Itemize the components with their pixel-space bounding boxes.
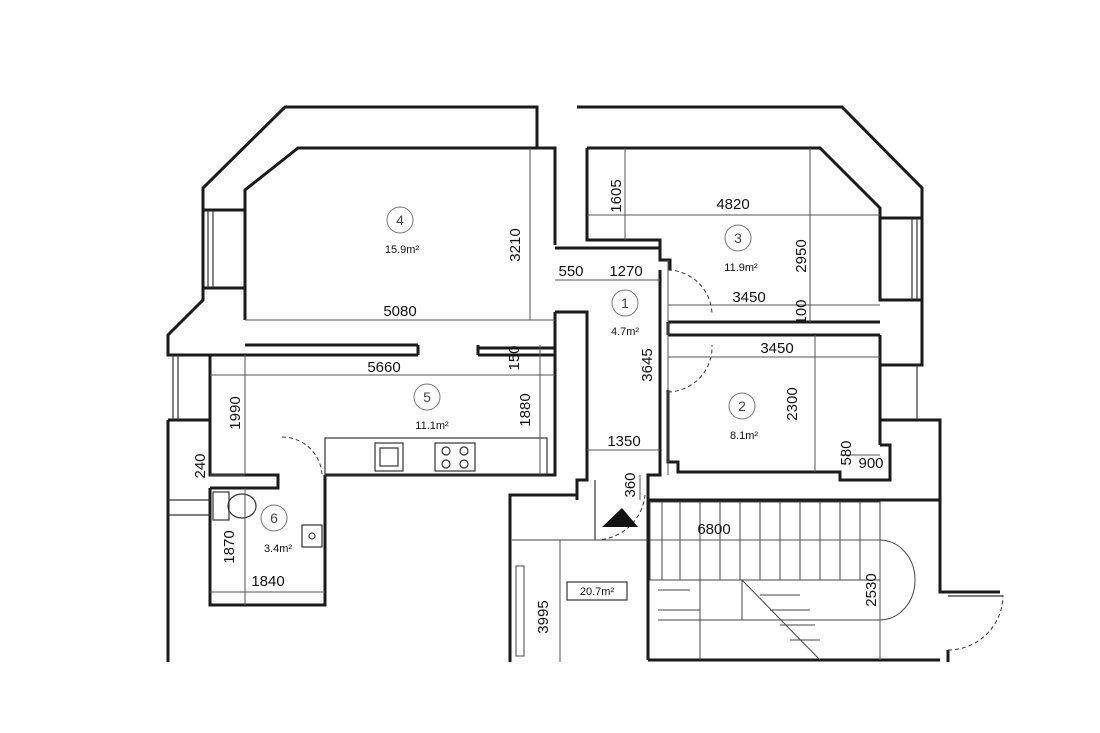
dim-580: 580: [838, 440, 855, 465]
room6-area: 3.4m²: [264, 543, 292, 555]
wall-stair-left: [508, 493, 579, 662]
room4-area: 15.9m²: [385, 244, 420, 256]
dim-3995: 3995: [535, 600, 552, 633]
room-markers: [260, 206, 756, 532]
sink-icon: [374, 442, 404, 472]
dim-1880: 1880: [517, 393, 534, 426]
room4-number: 4: [396, 212, 404, 228]
wall-right-lower: [878, 365, 1000, 594]
wall-left-outer: [166, 288, 210, 357]
dim-1605: 1605: [608, 179, 625, 212]
door-bath-swing: [281, 436, 323, 476]
dim-2300: 2300: [784, 387, 801, 420]
dimension-lines: [210, 148, 881, 662]
dim-2950: 2950: [793, 239, 810, 272]
room2-number: 2: [738, 398, 746, 414]
stair-hall-area: 20.7m²: [580, 586, 615, 598]
dim-1990: 1990: [227, 396, 244, 429]
dim-6800: 6800: [697, 521, 730, 538]
wall-right-upper: [878, 218, 924, 367]
room5-number: 5: [423, 389, 431, 405]
dim-360: 360: [622, 472, 639, 497]
stairs: [512, 501, 916, 661]
room2-area: 8.1m²: [730, 430, 758, 442]
fixtures: [212, 437, 548, 548]
door-entrance-swing: [947, 594, 1004, 651]
wall-room2-left: [666, 390, 892, 482]
dim-3210: 3210: [507, 228, 524, 261]
wall-room3-top-outer: [577, 105, 924, 220]
dim-100: 100: [793, 299, 810, 324]
dim-900: 900: [858, 455, 883, 472]
wall-room3-left: [585, 148, 672, 270]
door-room2-swing: [667, 344, 713, 393]
wall-room4-top-outer: [201, 105, 557, 245]
room1-area: 4.7m²: [611, 326, 639, 338]
wall-bath-outer: [208, 475, 327, 607]
wall-corridor-left: [555, 310, 589, 500]
dim-240: 240: [192, 453, 209, 478]
wall-room4-top-inner: [243, 146, 537, 210]
toilet-tank-icon: [212, 491, 230, 521]
room3-number: 3: [734, 230, 742, 246]
wall-corridor-right: [646, 270, 940, 502]
room5-area: 11.1m²: [415, 420, 449, 432]
dim-1270: 1270: [609, 263, 642, 280]
room3-area: 11.9m²: [724, 262, 758, 274]
washbasin-icon: [301, 524, 323, 548]
walls: [166, 105, 1000, 662]
windows: [168, 210, 918, 516]
entrance-arrow-icon: [602, 508, 638, 527]
wall-room3-top-inner: [587, 146, 882, 218]
room1-number: 1: [621, 295, 629, 311]
stove-icon: [434, 442, 476, 472]
wall-room5-left: [208, 355, 280, 490]
dim-4820: 4820: [716, 196, 749, 213]
dim-150: 150: [506, 345, 523, 370]
dim-2530: 2530: [863, 573, 880, 606]
dim-5660: 5660: [367, 359, 400, 376]
dim-550: 550: [558, 263, 583, 280]
dim-3645: 3645: [639, 348, 656, 381]
dim-1840: 1840: [251, 573, 284, 590]
toilet-bowl-icon: [227, 493, 257, 519]
door-corridor-swing: [594, 494, 646, 541]
dim-3450-top: 3450: [732, 289, 765, 306]
kitchen-counter: [324, 437, 548, 476]
stair-hall-area-box: [566, 581, 628, 601]
door-room3-swing: [667, 269, 713, 316]
doors: [281, 269, 1004, 651]
dim-5080: 5080: [383, 303, 416, 320]
dim-3450-bottom: 3450: [760, 340, 793, 357]
dim-1870: 1870: [221, 530, 238, 563]
dim-1350: 1350: [607, 433, 640, 450]
room6-number: 6: [270, 510, 278, 526]
